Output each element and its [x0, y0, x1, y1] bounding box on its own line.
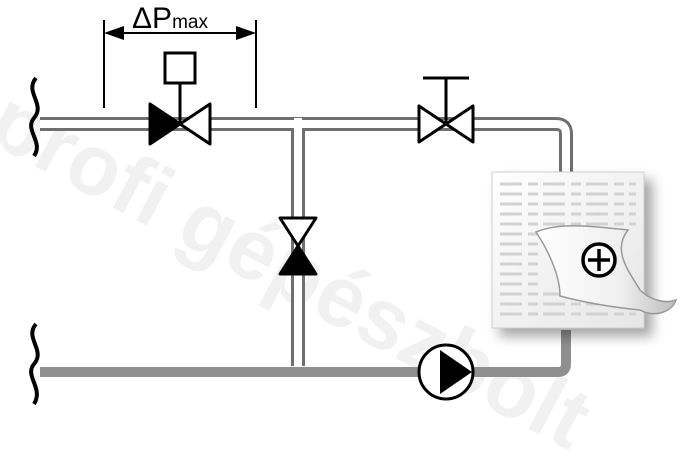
supply-pipe — [40, 117, 573, 175]
motorized-valve-icon — [148, 51, 212, 146]
differential-pressure-label: ΔPmax — [132, 2, 208, 40]
diagram-canvas — [29, 20, 678, 406]
differential-pressure-dimension — [103, 20, 257, 108]
pipe-break-top-icon — [29, 76, 40, 158]
bypass-valve-icon — [278, 216, 318, 276]
pump-icon — [417, 343, 475, 401]
return-pipe — [40, 330, 571, 377]
delta-p-symbol: ΔP — [132, 2, 173, 35]
pipe-break-bottom-icon — [29, 322, 40, 406]
heater-symbol-icon — [581, 242, 617, 278]
delta-p-subscript: max — [172, 12, 208, 33]
manual-valve-icon — [417, 76, 475, 144]
hydronic-diagram: profi gépészbolt — [0, 2, 678, 467]
